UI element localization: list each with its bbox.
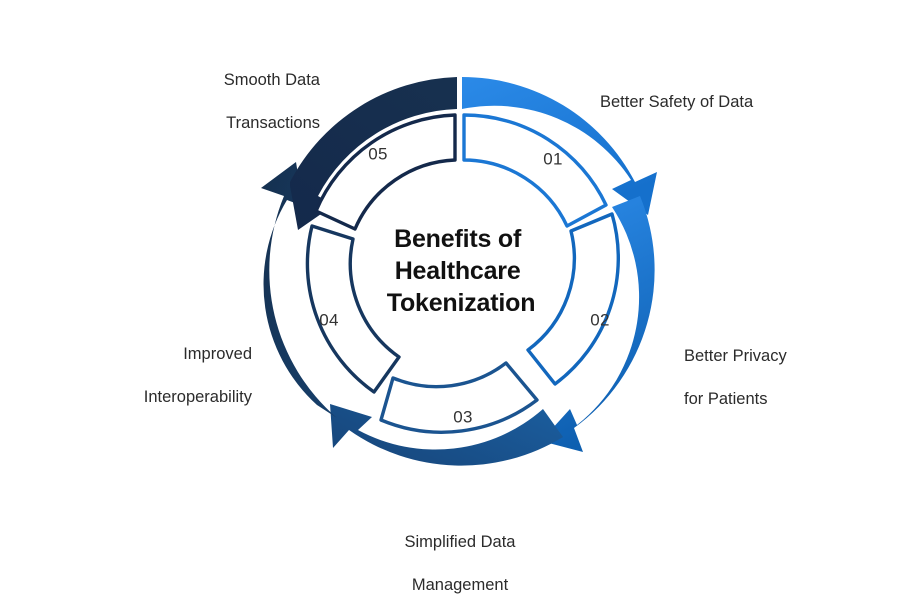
- center-title-line-1: Benefits of: [394, 225, 522, 253]
- segment-04-arrow-band: [261, 162, 337, 418]
- segment-05-arrow-band: [290, 77, 457, 230]
- segment-group-02[interactable]: 02: [526, 196, 655, 452]
- callout-03-line-2: Management: [411, 576, 509, 595]
- callout-label-01: Better Safety of Data: [600, 70, 830, 114]
- segment-03-inner-sector: [379, 361, 539, 434]
- segment-04-number: 04: [319, 310, 339, 329]
- segment-03-arrow-band: [330, 404, 563, 466]
- callout-02-line-1: Better Privacy: [684, 346, 787, 365]
- callout-02-line-2: for Patients: [684, 390, 768, 409]
- center-title-line-2: Healthcare: [395, 257, 521, 285]
- callout-05-line-1: Smooth Data: [223, 70, 320, 89]
- callout-04-line-2: Interoperability: [143, 388, 252, 407]
- center-title-line-3: Tokenization: [387, 289, 536, 317]
- segment-05-number: 05: [368, 144, 388, 163]
- callout-label-04: Improved Interoperability: [80, 322, 252, 409]
- segment-04-inner-sector: [305, 224, 401, 394]
- segment-01-inner-sector: [462, 113, 608, 228]
- center-hub: [363, 175, 557, 369]
- segment-02-inner-sector: [526, 212, 620, 386]
- callout-05-line-2: Transactions: [226, 114, 320, 133]
- callout-01-line-1: Better Safety of Data: [600, 92, 754, 111]
- center-title: Benefits of Healthcare Tokenization: [387, 225, 536, 317]
- segment-group-03[interactable]: 03: [330, 361, 563, 466]
- segment-02-arrow-band: [541, 196, 655, 452]
- segment-05-inner-sector: [314, 113, 457, 231]
- callout-04-line-1: Improved: [183, 344, 252, 363]
- callout-03-line-1: Simplified Data: [404, 532, 516, 551]
- callout-label-02: Better Privacy for Patients: [684, 324, 864, 411]
- segment-group-04[interactable]: 04: [261, 162, 401, 418]
- segment-group-05[interactable]: 05: [290, 77, 457, 231]
- segment-03-number: 03: [453, 407, 473, 426]
- callout-label-03: Simplified Data Management: [370, 510, 550, 597]
- segment-01-number: 01: [543, 149, 563, 168]
- segment-02-number: 02: [590, 310, 610, 329]
- callout-label-05: Smooth Data Transactions: [155, 48, 320, 135]
